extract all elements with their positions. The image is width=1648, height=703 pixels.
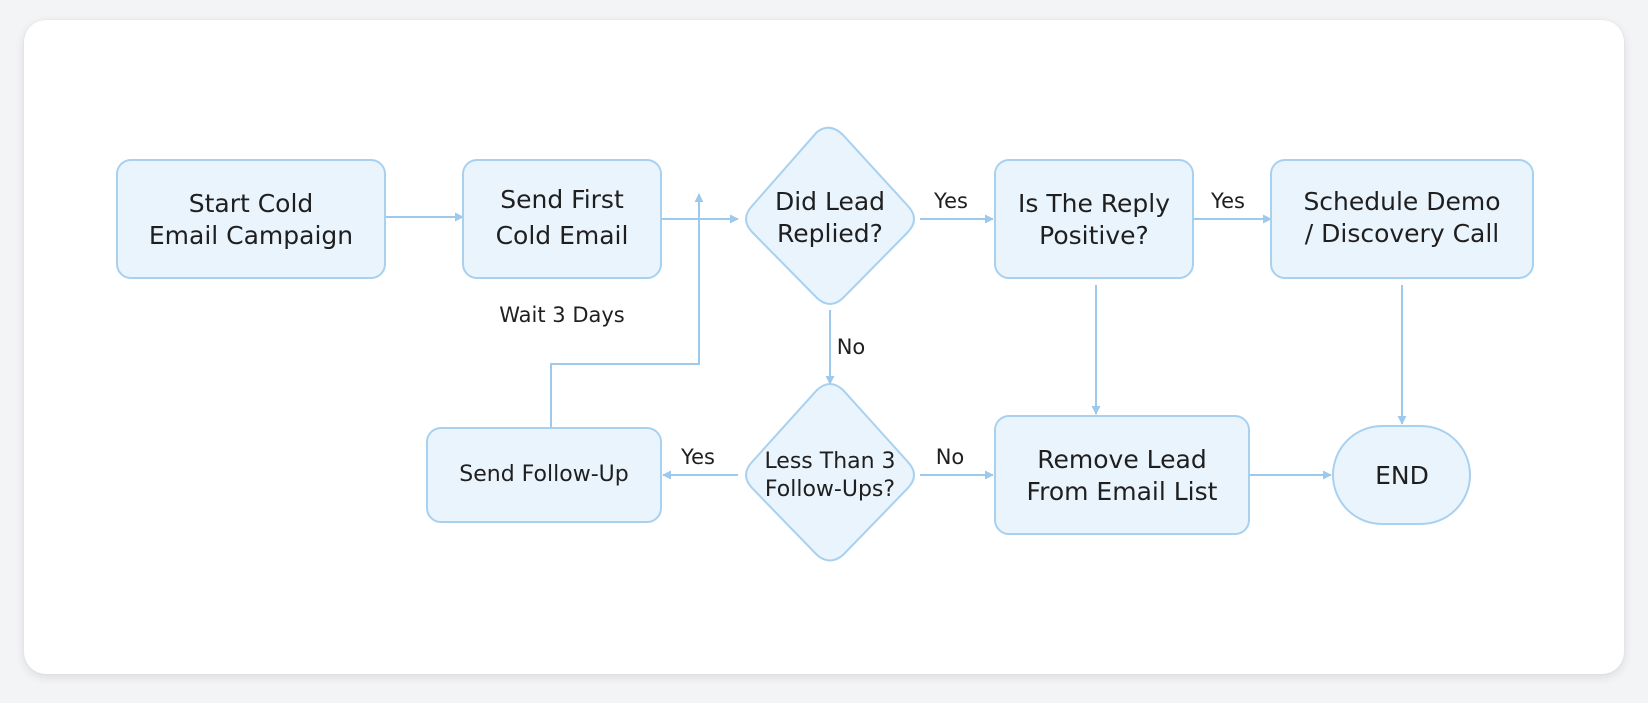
edge-label-did-reply-yes: Yes xyxy=(933,189,968,213)
node-send-first-label-1: Send First xyxy=(500,185,624,214)
node-did-reply-label-2: Replied? xyxy=(777,219,883,248)
node-send-followup xyxy=(426,427,662,523)
node-less-than-3 xyxy=(745,383,915,562)
node-end-label: END xyxy=(1375,461,1429,490)
node-start-label-2: Email Campaign xyxy=(149,221,353,250)
edge-label-wait-3-days: Wait 3 Days xyxy=(499,303,624,327)
nodes xyxy=(116,126,1534,562)
node-reply-positive-label-1: Is The Reply xyxy=(1018,189,1170,218)
edge-label-less-than-3-yes: Yes xyxy=(680,445,715,469)
node-less-than-3-label-1: Less Than 3 xyxy=(764,449,895,474)
node-start xyxy=(116,159,386,279)
edge-label-less-than-3-no: No xyxy=(936,445,965,469)
node-reply-positive xyxy=(994,159,1194,279)
node-start-label-1: Start Cold xyxy=(189,189,314,218)
node-remove-lead-label-1: Remove Lead xyxy=(1037,445,1206,474)
node-did-reply xyxy=(745,126,915,305)
node-send-first-label-2: Cold Email xyxy=(496,221,629,250)
edge-followup-loop xyxy=(550,193,704,428)
node-schedule-demo-label-1: Schedule Demo xyxy=(1303,187,1500,216)
node-less-than-3-label-2: Follow-Ups? xyxy=(765,477,895,502)
edges xyxy=(385,193,1407,480)
edge-label-reply-positive-yes: Yes xyxy=(1210,189,1245,213)
node-remove-lead-label-2: From Email List xyxy=(1027,477,1218,506)
node-send-first xyxy=(462,159,662,279)
node-end xyxy=(1332,425,1471,525)
node-did-reply-label-1: Did Lead xyxy=(775,187,885,216)
node-reply-positive-label-2: Positive? xyxy=(1039,221,1149,250)
edge-label-did-reply-no: No xyxy=(837,335,866,359)
node-schedule-demo-label-2: / Discovery Call xyxy=(1305,219,1500,248)
node-remove-lead xyxy=(994,415,1250,535)
node-schedule-demo xyxy=(1270,159,1534,279)
node-send-followup-label: Send Follow-Up xyxy=(459,462,628,487)
